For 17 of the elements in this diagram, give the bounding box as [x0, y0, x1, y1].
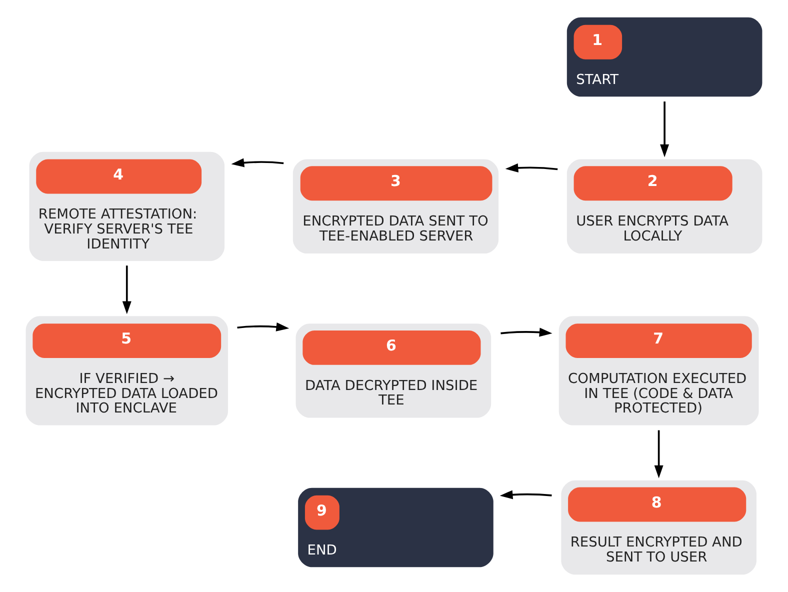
node-box: 4 REMOTE ATTESTATION: VERIFY SERVER'S TEE IDENTITY: [29, 152, 225, 261]
arrow: [505, 163, 558, 172]
node-box: 7 COMPUTATION EXECUTED IN TEE (CODE & DATA PROTECTED): [558, 316, 759, 426]
arrow: [500, 490, 552, 500]
node-box: 9 END: [298, 488, 494, 568]
node-box: 2 USER ENCRYPTS DATA LOCALLY: [566, 159, 762, 254]
node-box: 6 DATA DECRYPTED INSIDE TEE: [296, 324, 492, 418]
node-box: 5 IF VERIFIED → ENCRYPTED DATA LOADED INTO ENCLAVE: [26, 316, 228, 426]
node-box: 3 ENCRYPTED DATA SENT TO TEE-ENABLED SERVER: [292, 159, 499, 254]
arrow: [122, 266, 132, 314]
arrow: [660, 102, 670, 158]
arrow: [237, 322, 290, 332]
arrow: [231, 158, 284, 168]
arrow: [654, 430, 664, 478]
node-box: 8 RESULT ENCRYPTED AND SENT TO USER: [561, 480, 756, 575]
arrow: [500, 328, 552, 337]
node-box: 1 START: [566, 17, 762, 97]
